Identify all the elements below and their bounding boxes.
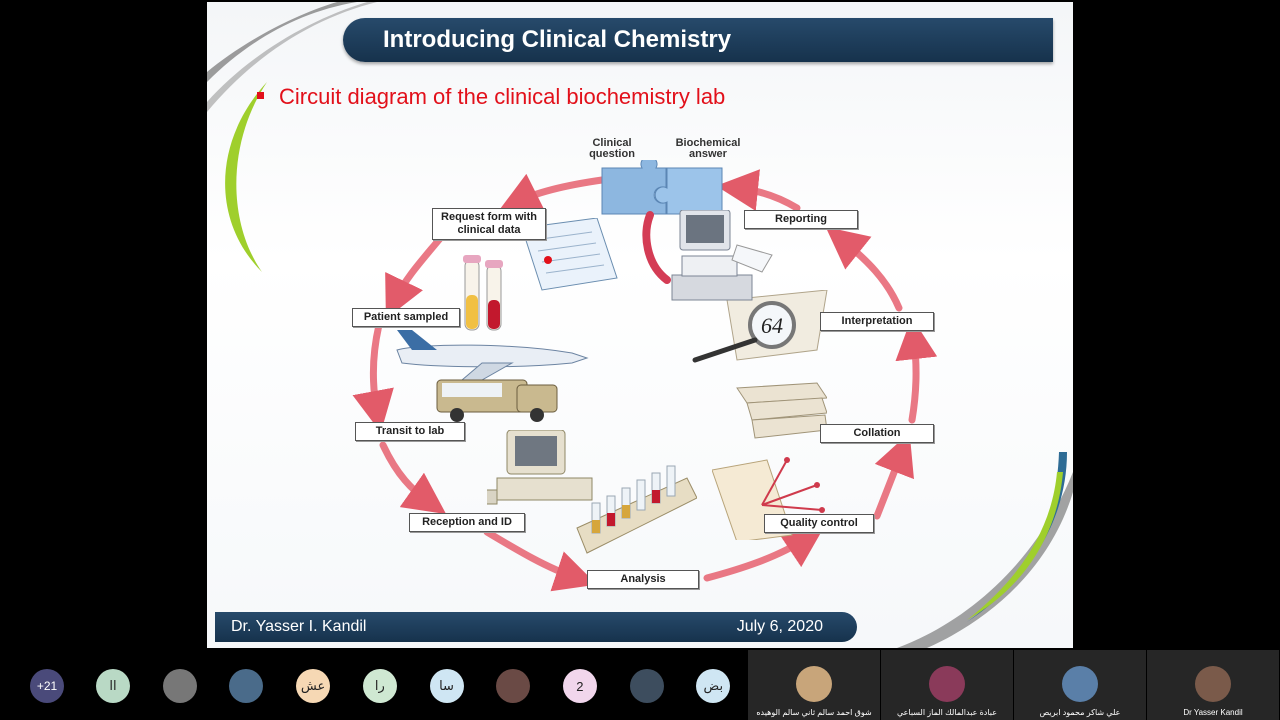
puzzle-pieces-icon — [601, 160, 723, 215]
magnifying-glass-icon: 64 — [692, 290, 828, 363]
participant-avatar[interactable] — [496, 669, 531, 703]
step-reporting: Reporting — [744, 210, 858, 229]
participants-strip: +21 اا عش را سا 2 بض شوق احمد سالم ثاني سالم … — [0, 650, 1280, 720]
step-interpretation: Interpretation — [820, 312, 934, 331]
presentation-slide: Introducing Clinical Chemistry Circuit d… — [207, 2, 1073, 648]
step-quality-control: Quality control — [764, 514, 874, 533]
reporting-computer-phone-icon — [642, 210, 773, 301]
slide-title: Introducing Clinical Chemistry — [383, 26, 732, 53]
participant-initials: بض — [703, 678, 724, 693]
computer-terminal-icon — [487, 430, 593, 505]
bullet-text: Circuit diagram of the clinical biochemi… — [279, 84, 726, 109]
magnifier-value: 64 — [761, 313, 783, 338]
more-participants-count: +21 — [36, 679, 58, 693]
step-collation: Collation — [820, 424, 934, 443]
participant-avatar[interactable]: عش — [296, 669, 331, 703]
participant-photo — [1195, 666, 1231, 702]
participant-initials: سا — [439, 678, 454, 693]
participant-photo — [796, 666, 832, 702]
participant-avatar[interactable]: اا — [96, 669, 130, 703]
participant-initials: اا — [109, 678, 117, 693]
participant-name: Dr Yasser Kandil — [1183, 708, 1243, 717]
blood-sample-tubes-icon — [463, 255, 503, 331]
step-reception-and-id: Reception and ID — [409, 513, 525, 532]
slide-title-bar: Introducing Clinical Chemistry — [343, 18, 1053, 62]
bullet-square-icon — [257, 91, 264, 99]
participant-photo — [1062, 666, 1098, 702]
slide-bullet: Circuit diagram of the clinical biochemi… — [257, 84, 725, 110]
participant-name: شوق احمد سالم ثاني سالم الوهيده — [756, 708, 872, 717]
participant-initials: را — [374, 678, 385, 693]
circuit-diagram: Clinical question Biochemical answer — [317, 130, 937, 600]
participant-name: علي شاكر محمود ابريص — [1039, 708, 1121, 717]
label-biochemical-answer: Biochemical answer — [675, 137, 741, 160]
participant-tile[interactable]: شوق احمد سالم ثاني سالم الوهيده — [748, 650, 880, 720]
participant-avatar[interactable]: سا — [429, 669, 464, 703]
step-patient-sampled: Patient sampled — [352, 308, 460, 327]
participant-avatar[interactable]: بض — [696, 669, 731, 703]
participant-avatar[interactable]: 2 — [562, 669, 597, 703]
decorative-swoosh-left — [207, 2, 1073, 648]
participant-avatar[interactable] — [229, 669, 264, 703]
step-request-form: Request form with clinical data — [432, 208, 546, 240]
participant-tile[interactable]: Dr Yasser Kandil — [1147, 650, 1279, 720]
participant-tile[interactable]: عبادة عبدالمالك الماز السباعي — [881, 650, 1013, 720]
participant-avatar[interactable] — [629, 669, 664, 703]
step-analysis: Analysis — [587, 570, 699, 589]
participant-initials: 2 — [576, 678, 584, 694]
slide-footer-bar: Dr. Yasser I. Kandil July 6, 2020 — [215, 612, 857, 642]
analysis-tube-rack-icon — [576, 465, 697, 554]
collation-papers-icon — [736, 382, 827, 439]
step-transit-to-lab: Transit to lab — [355, 422, 465, 441]
participant-avatar[interactable]: را — [362, 669, 397, 703]
transport-plane-van-icon — [396, 330, 589, 422]
participant-initials: عش — [300, 678, 326, 693]
footer-author: Dr. Yasser I. Kandil — [231, 618, 367, 635]
participant-tile[interactable]: علي شاكر محمود ابريص — [1014, 650, 1146, 720]
footer-date: July 6, 2020 — [736, 618, 823, 635]
participant-avatar[interactable] — [162, 669, 197, 703]
more-participants-button[interactable]: +21 — [30, 669, 64, 703]
participant-photo — [929, 666, 965, 702]
participant-name: عبادة عبدالمالك الماز السباعي — [896, 708, 997, 717]
label-clinical-question: Clinical question — [589, 137, 635, 160]
